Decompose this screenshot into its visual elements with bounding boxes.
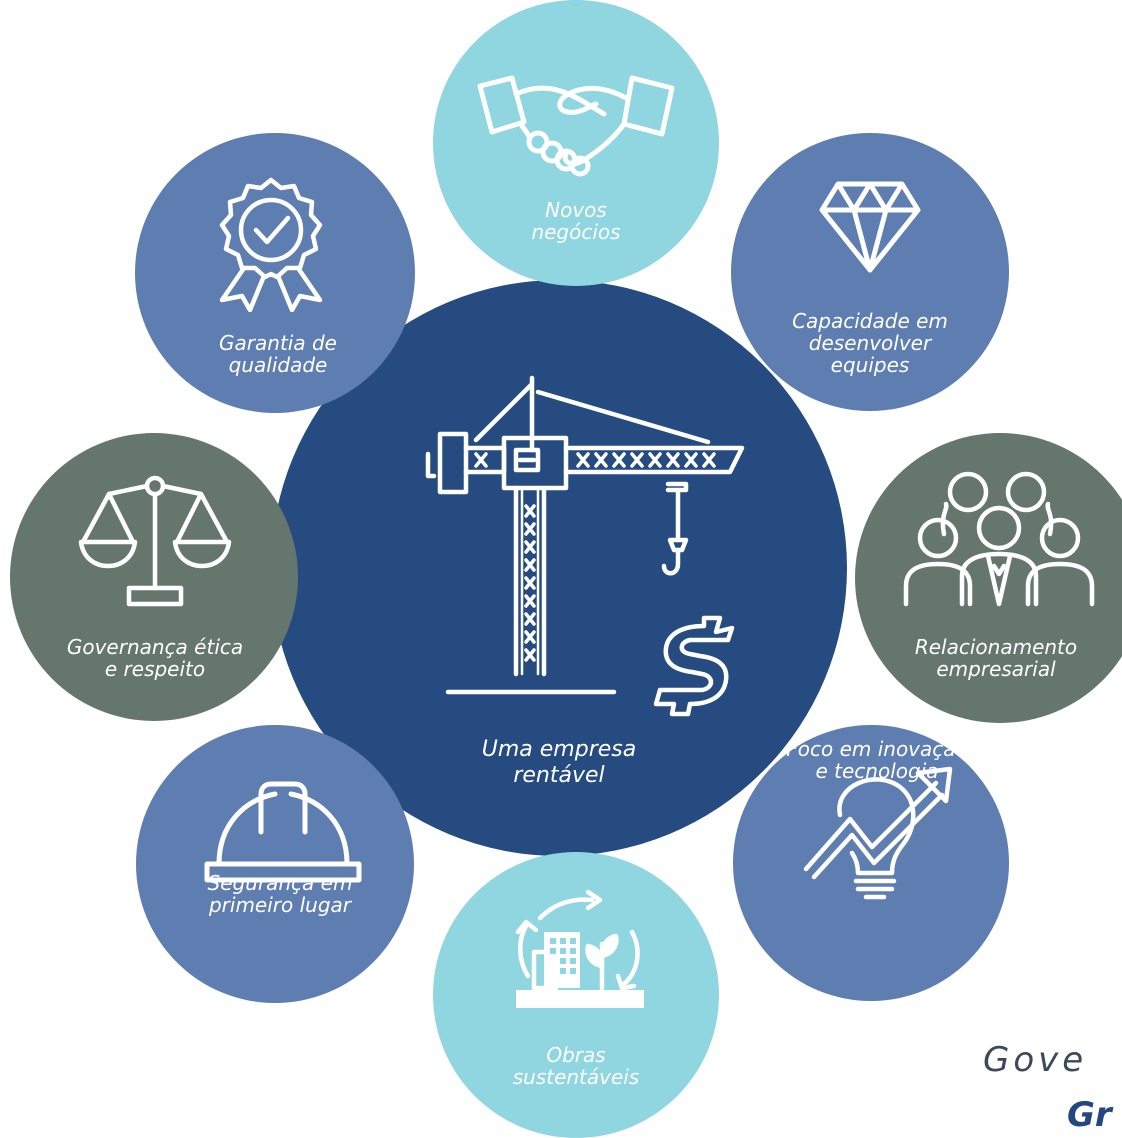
- sustainable-building-icon: [510, 888, 650, 1012]
- node-circle-novos-negocios: [433, 0, 719, 286]
- footer-heading-line2: Gr: [1067, 1095, 1112, 1135]
- handshake-icon: [472, 72, 682, 182]
- node-circle-relacionamento: [855, 433, 1122, 723]
- node-label-seguranca: Segurança em primeiro lugar: [207, 871, 353, 917]
- node-label-capacidade: Capacidade em desenvolver equipes: [792, 309, 948, 377]
- lightbulb-growth-icon: [800, 765, 960, 915]
- quality-badge-icon: [206, 176, 336, 312]
- node-circle-foco-inovacao: [733, 725, 1009, 1001]
- node-circle-garantia: [135, 133, 415, 413]
- node-label-garantia: Garantia de qualidade: [219, 331, 337, 377]
- node-label-governanca: Governança ética e respeito: [66, 635, 244, 681]
- tower-crane-dollar-icon: [420, 372, 750, 722]
- node-label-novos-negocios: Novos negócios: [531, 198, 621, 244]
- balance-scale-icon: [75, 470, 235, 614]
- node-label-obras-sustentaveis: Obras sustentáveis: [512, 1043, 640, 1089]
- node-label-relacionamento: Relacionamento empresarial: [914, 635, 1078, 681]
- node-label-foco-inovacao: Foco em inovação e tecnologia: [786, 737, 968, 783]
- diamond-icon: [818, 178, 922, 274]
- footer-heading-line1: Gove: [983, 1040, 1088, 1080]
- center-label: Uma empresa rentável: [481, 737, 637, 788]
- hard-hat-icon: [203, 778, 363, 886]
- people-group-icon: [900, 470, 1100, 610]
